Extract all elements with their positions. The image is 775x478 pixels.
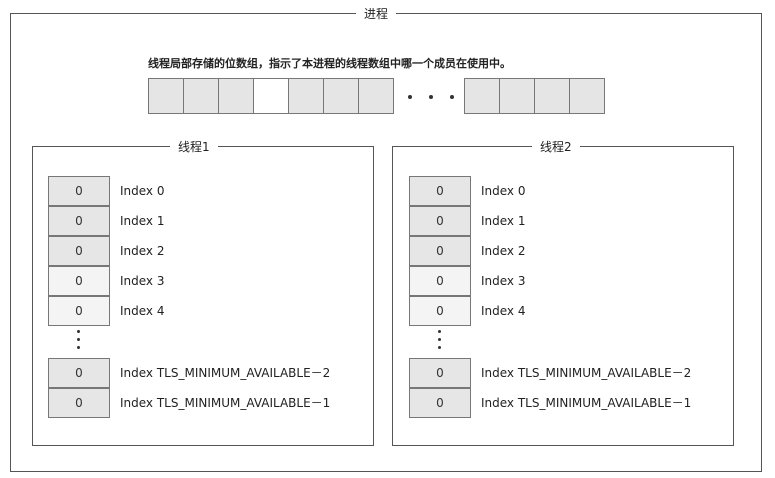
bit-cell-used (148, 78, 184, 114)
tls-slot-label: Index 0 (481, 184, 526, 198)
thread-2-title: 线程2 (532, 139, 580, 155)
bit-cell-used (534, 78, 570, 114)
tls-slot: 0 (48, 388, 110, 418)
tls-slot-label: Index 1 (481, 214, 526, 228)
slot-ellipsis (438, 330, 441, 349)
ellipsis-dot (408, 95, 412, 99)
ellipsis-dot (438, 346, 441, 349)
ellipsis-dot (438, 330, 441, 333)
bit-cell-used (288, 78, 324, 114)
tls-slot-label: Index TLS_MINIMUM_AVAILABLE－2 (481, 366, 692, 380)
tls-slot: 0 (409, 206, 471, 236)
tls-slot: 0 (48, 206, 110, 236)
ellipsis-dot (77, 346, 80, 349)
ellipsis-dot (450, 95, 454, 99)
bit-array-ellipsis (408, 95, 454, 99)
tls-slot-label: Index 2 (481, 244, 526, 258)
tls-slot: 0 (409, 236, 471, 266)
tls-slot: 0 (409, 176, 471, 206)
bit-cell-used (569, 78, 605, 114)
tls-slot: 0 (409, 296, 471, 326)
tls-slot: 0 (409, 388, 471, 418)
tls-slot-label: Index TLS_MINIMUM_AVAILABLE－2 (120, 366, 331, 380)
bit-cell-used (323, 78, 359, 114)
bit-cell-used (218, 78, 254, 114)
tls-slot-label: Index 1 (120, 214, 165, 228)
ellipsis-dot (438, 338, 441, 341)
process-title: 进程 (356, 6, 397, 22)
tls-slot: 0 (48, 236, 110, 266)
bit-array-caption: 线程局部存储的位数组，指示了本进程的线程数组中哪一个成员在使用中。 (148, 57, 511, 70)
ellipsis-dot (77, 330, 80, 333)
tls-slot: 0 (48, 176, 110, 206)
ellipsis-dot (429, 95, 433, 99)
bit-cell-used (499, 78, 535, 114)
thread-1-title: 线程1 (170, 139, 218, 155)
bit-array-left (148, 78, 394, 114)
tls-slot-label: Index 3 (120, 274, 165, 288)
bit-cell-used (183, 78, 219, 114)
tls-slot-label: Index 4 (481, 304, 526, 318)
bit-cell-used (358, 78, 394, 114)
tls-slot: 0 (409, 358, 471, 388)
bit-cell-used (464, 78, 500, 114)
tls-slot: 0 (409, 266, 471, 296)
bit-array-right (464, 78, 605, 114)
tls-slot-label: Index TLS_MINIMUM_AVAILABLE－1 (481, 396, 692, 410)
tls-slot: 0 (48, 358, 110, 388)
tls-slot-label: Index TLS_MINIMUM_AVAILABLE－1 (120, 396, 331, 410)
tls-slot-label: Index 4 (120, 304, 165, 318)
tls-slot: 0 (48, 266, 110, 296)
tls-slot-label: Index 3 (481, 274, 526, 288)
slot-ellipsis (77, 330, 80, 349)
tls-slot-label: Index 2 (120, 244, 165, 258)
tls-slot: 0 (48, 296, 110, 326)
ellipsis-dot (77, 338, 80, 341)
tls-slot-label: Index 0 (120, 184, 165, 198)
bit-cell-free (253, 78, 289, 114)
